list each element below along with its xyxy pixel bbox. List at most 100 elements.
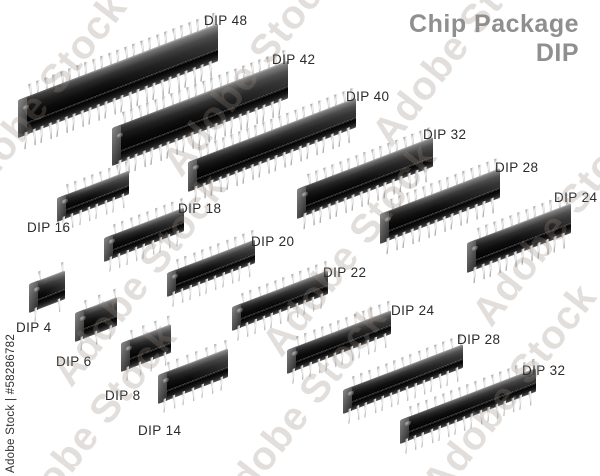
pin: [87, 206, 91, 222]
pin: [350, 194, 355, 212]
pin: [528, 391, 532, 407]
pin: [191, 387, 195, 402]
pin: [94, 330, 98, 345]
pin: [438, 373, 442, 389]
pin: [407, 172, 412, 189]
chip-dip-18-7: [104, 238, 184, 262]
pin: [202, 182, 207, 199]
pin: [80, 110, 85, 128]
pin: [302, 212, 307, 230]
chip-label-dip-28-4: DIP 28: [495, 160, 539, 175]
pin: [529, 245, 534, 262]
pin: [497, 257, 502, 274]
pin: [117, 252, 121, 268]
pin: [474, 203, 479, 220]
pin: [282, 151, 287, 168]
pin: [401, 231, 406, 249]
pin: [121, 193, 125, 209]
pin: [199, 64, 204, 83]
pin: [545, 238, 550, 255]
pin: [245, 321, 249, 337]
pin: [160, 79, 165, 97]
pin: [311, 296, 315, 312]
pin: [197, 281, 201, 297]
pin: [479, 409, 483, 425]
pin: [433, 219, 438, 237]
pin: [511, 397, 515, 413]
pin: [236, 325, 241, 341]
pin: [210, 380, 214, 395]
pin: [278, 309, 282, 325]
pin: [78, 209, 83, 225]
chip-label-dip-4-13: DIP 4: [16, 320, 52, 335]
pin: [273, 155, 278, 173]
pin: [462, 416, 466, 432]
pin: [94, 203, 99, 219]
pin: [504, 254, 509, 272]
pin: [103, 101, 108, 120]
pin: [518, 394, 523, 410]
pin: [245, 110, 250, 129]
page-title-line2: DIP: [535, 39, 579, 67]
pin: [422, 379, 426, 395]
pin: [213, 122, 218, 141]
pin: [359, 191, 364, 208]
pin: [469, 413, 474, 429]
pin: [318, 293, 323, 309]
pin: [373, 398, 377, 414]
pin: [298, 145, 303, 162]
chip-label-dip-14-16: DIP 14: [138, 423, 182, 438]
pin: [382, 182, 387, 200]
pin: [133, 153, 138, 172]
pin: [311, 209, 316, 226]
pin: [176, 73, 181, 91]
pin: [414, 169, 419, 187]
pin: [430, 428, 434, 444]
pin: [302, 300, 307, 316]
chip-label-dip-32-3: DIP 32: [423, 127, 467, 142]
pin: [495, 403, 499, 419]
pin: [404, 438, 409, 454]
pin: [490, 197, 495, 214]
pin: [449, 213, 454, 231]
pin: [373, 336, 378, 352]
pin: [291, 368, 296, 384]
pin: [237, 265, 242, 281]
pin: [334, 200, 339, 218]
pin: [180, 287, 184, 303]
pin: [128, 91, 133, 109]
pin: [108, 256, 113, 272]
pin: [417, 225, 422, 243]
pin: [57, 298, 61, 313]
pin: [385, 237, 390, 255]
pin: [513, 251, 518, 268]
chip-label-dip-42-1: DIP 42: [272, 52, 316, 67]
pin: [218, 176, 223, 193]
pin: [442, 216, 447, 233]
pin: [188, 284, 193, 300]
pin: [423, 166, 428, 183]
pin: [405, 386, 409, 402]
pin: [221, 272, 226, 288]
pin: [142, 150, 147, 168]
pin: [181, 391, 185, 406]
pin: [266, 157, 271, 174]
pin: [363, 402, 368, 418]
pin: [162, 398, 166, 413]
pin: [347, 408, 352, 424]
pin: [413, 434, 417, 450]
pin: [300, 364, 304, 380]
chip-label-dip-48-0: DIP 48: [204, 13, 248, 28]
pin: [337, 130, 342, 148]
pin: [151, 82, 156, 101]
pin: [277, 98, 282, 117]
pin: [314, 139, 319, 156]
pin: [383, 333, 387, 349]
pin: [269, 312, 274, 328]
chip-label-dip-32-12: DIP 32: [522, 363, 566, 378]
pin: [481, 200, 486, 218]
pin: [125, 249, 130, 265]
pin: [141, 243, 146, 259]
pin: [171, 291, 176, 307]
